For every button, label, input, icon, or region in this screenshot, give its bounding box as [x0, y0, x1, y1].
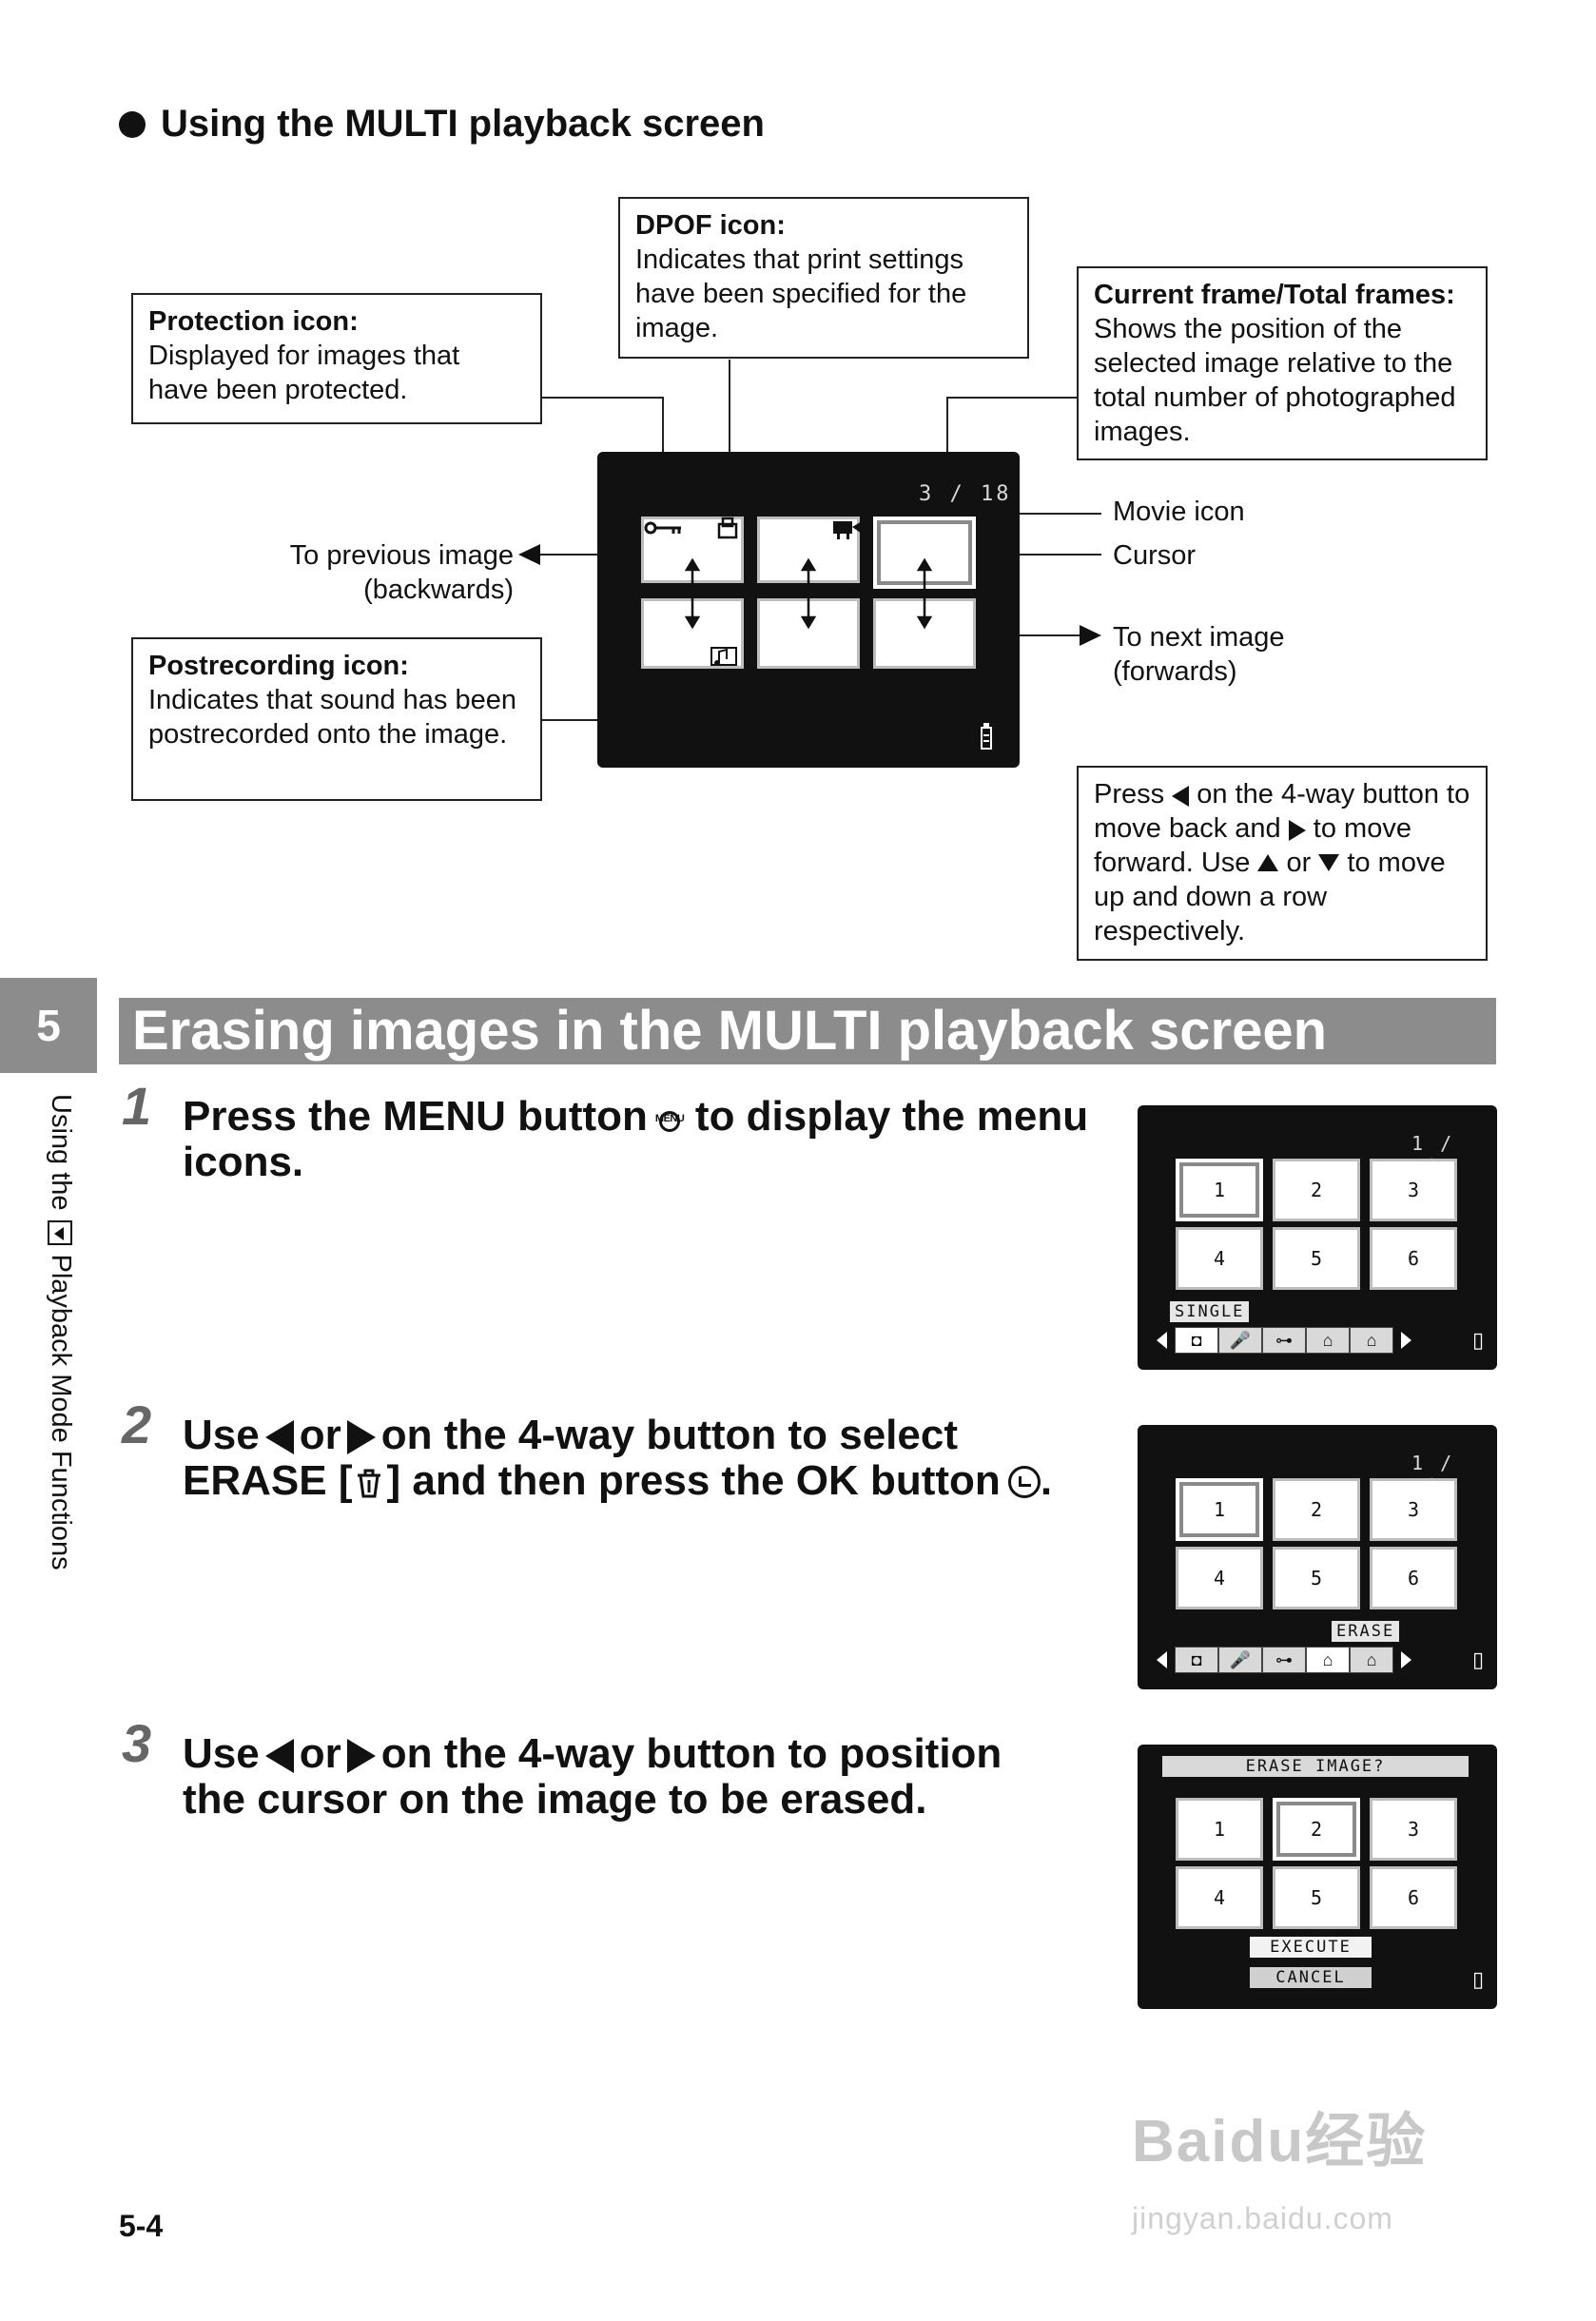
- single-icon: ◘: [1175, 1647, 1218, 1673]
- playback-mode-icon: [48, 1219, 73, 1245]
- thumb-3: 3: [1370, 1159, 1457, 1221]
- mic-icon: 🎤: [1218, 1647, 1262, 1673]
- cursor-label: Cursor: [1113, 540, 1197, 571]
- thumb-6: 6: [1370, 1866, 1457, 1929]
- multi-playback-screen: 3 / 18: [597, 452, 1020, 768]
- left-arrow-icon: [1172, 786, 1190, 807]
- watermark-logo: Baidu经验: [1132, 2109, 1428, 2175]
- left-arrow-icon: [1157, 1651, 1167, 1668]
- thumb-3: 3: [1370, 1798, 1457, 1861]
- section-banner: Erasing images in the MULTI playback scr…: [119, 998, 1496, 1064]
- thumb-3: 3: [1370, 1478, 1457, 1541]
- prev-image-label: To previous image (backwards): [289, 540, 514, 605]
- up-arrow-icon: [1257, 854, 1279, 871]
- movie-icon-label: Movie icon: [1113, 497, 1245, 527]
- battery-icon: ▯: [1472, 1328, 1485, 1352]
- mode-tag: SINGLE: [1170, 1301, 1250, 1322]
- thumb-5: 5: [1273, 1227, 1360, 1290]
- thumb-1: 1: [1176, 1478, 1263, 1541]
- battery-icon: ▯: [1472, 1967, 1485, 1991]
- press-instructions-callout: Press on the 4-way button to move back a…: [1077, 766, 1488, 961]
- left-arrow-icon: [1157, 1332, 1167, 1349]
- down-arrow-icon: [1318, 854, 1340, 871]
- next-image-label: To next image (forwards): [1113, 622, 1285, 687]
- erase-all-icon: ⌂: [1350, 1647, 1393, 1673]
- battery-icon: ▯: [1472, 1648, 1485, 1671]
- thumb-1: 1: [1176, 1159, 1263, 1221]
- thumb-5: 5: [1273, 1547, 1360, 1609]
- battery-icon: [981, 723, 992, 750]
- erase-image-header: ERASE IMAGE?: [1162, 1756, 1469, 1777]
- frame-counter: 3 / 18: [919, 482, 1012, 506]
- menu-button-icon: MENU: [655, 1096, 688, 1140]
- thumb-1: 1: [1176, 1798, 1263, 1861]
- thumb-4: 4: [1176, 1866, 1263, 1929]
- key-icon: [644, 521, 681, 535]
- thumb-2: 2: [1273, 1159, 1360, 1221]
- current-frame-callout: Current frame/Total frames: Shows the po…: [1077, 266, 1488, 460]
- print-icon: [717, 517, 738, 539]
- single-icon: ◘: [1175, 1327, 1218, 1354]
- menu-toolbar: ◘ 🎤 ⊶ ⌂ ⌂: [1157, 1326, 1411, 1355]
- thumb-6: 6: [1370, 1227, 1457, 1290]
- key-icon: ⊶: [1262, 1327, 1306, 1354]
- row-arrows: [684, 557, 933, 630]
- thumb-4: 4: [1176, 1547, 1263, 1609]
- screen-step-3: ERASE IMAGE? 1 2 3 4 5 6 EXECUTE CANCEL …: [1138, 1745, 1497, 2009]
- mic-icon: 🎤: [1218, 1327, 1262, 1354]
- section-heading: Using the MULTI playback screen: [119, 103, 765, 146]
- step-1-number: 1: [122, 1076, 152, 1136]
- protection-callout: Protection icon: Displayed for images th…: [131, 293, 542, 424]
- thumb-5: 5: [1273, 1866, 1360, 1929]
- thumb-2: 2: [1273, 1478, 1360, 1541]
- screen-overlay-icons: [644, 517, 992, 750]
- step-2-number: 2: [122, 1395, 152, 1454]
- postrecording-icon: [710, 647, 737, 666]
- chapter-tab: 5: [0, 978, 97, 1073]
- trash-icon: [358, 1469, 381, 1498]
- mode-tag: ERASE: [1332, 1621, 1400, 1642]
- left-arrow-icon: [264, 1420, 294, 1454]
- postrecording-callout: Postrecording icon: Indicates that sound…: [131, 637, 542, 801]
- screen-step-2: 1 / 18 1 2 3 4 5 6 ERASE ◘ 🎤 ⊶ ⌂ ⌂ ▯: [1138, 1425, 1497, 1689]
- right-arrow-icon: [346, 1420, 376, 1454]
- right-arrow-icon: [1401, 1651, 1411, 1668]
- left-arrow-icon: [264, 1739, 294, 1773]
- screen-step-1: 1 / 18 1 2 3 4 5 6 SINGLE ◘ 🎤 ⊶ ⌂ ⌂ ▯: [1138, 1105, 1497, 1370]
- erase-all-icon: ⌂: [1350, 1327, 1393, 1354]
- right-arrow-icon: [1401, 1332, 1411, 1349]
- bullet-icon: [119, 110, 146, 138]
- menu-toolbar: ◘ 🎤 ⊶ ⌂ ⌂: [1157, 1646, 1411, 1674]
- page-number: 5-4: [119, 2209, 164, 2243]
- key-icon: ⊶: [1262, 1647, 1306, 1673]
- erase-icon: ⌂: [1306, 1327, 1350, 1354]
- erase-icon: ⌂: [1306, 1647, 1350, 1673]
- thumb-4: 4: [1176, 1227, 1263, 1290]
- section-title: Using the MULTI playback screen: [161, 103, 765, 145]
- ok-button-icon: [1007, 1466, 1041, 1498]
- dpof-callout: DPOF icon: Indicates that print settings…: [618, 197, 1029, 359]
- step-3-number: 3: [122, 1713, 152, 1773]
- right-arrow-icon: [1288, 820, 1306, 841]
- chapter-side-text: Using the Playback Mode Functions: [46, 1094, 76, 1570]
- movie-icon: [833, 521, 862, 539]
- execute-option[interactable]: EXECUTE: [1250, 1937, 1372, 1958]
- watermark-url: jingyan.baidu.com: [1132, 2201, 1393, 2235]
- cancel-option[interactable]: CANCEL: [1250, 1967, 1372, 1988]
- thumb-2-cursor: 2: [1273, 1798, 1360, 1861]
- thumb-6: 6: [1370, 1547, 1457, 1609]
- right-arrow-icon: [346, 1739, 376, 1773]
